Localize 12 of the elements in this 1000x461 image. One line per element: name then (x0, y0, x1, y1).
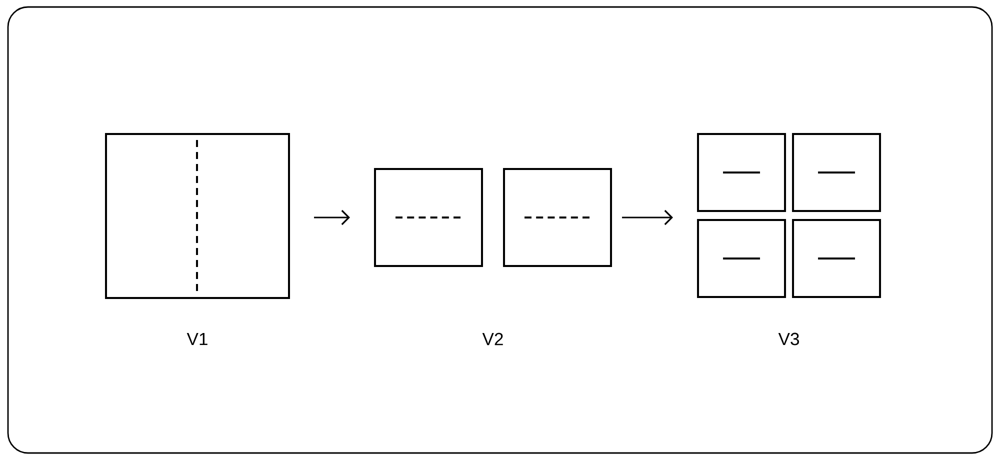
arrow (622, 210, 674, 226)
arrow (314, 210, 350, 226)
box (105, 133, 290, 299)
box (792, 133, 882, 212)
box (503, 168, 612, 267)
box (374, 168, 483, 267)
box (697, 133, 786, 212)
box (697, 219, 786, 298)
version-label: V3 (778, 332, 799, 346)
box (792, 219, 882, 298)
version-label: V1 (186, 332, 208, 346)
version-label: V2 (482, 332, 503, 346)
